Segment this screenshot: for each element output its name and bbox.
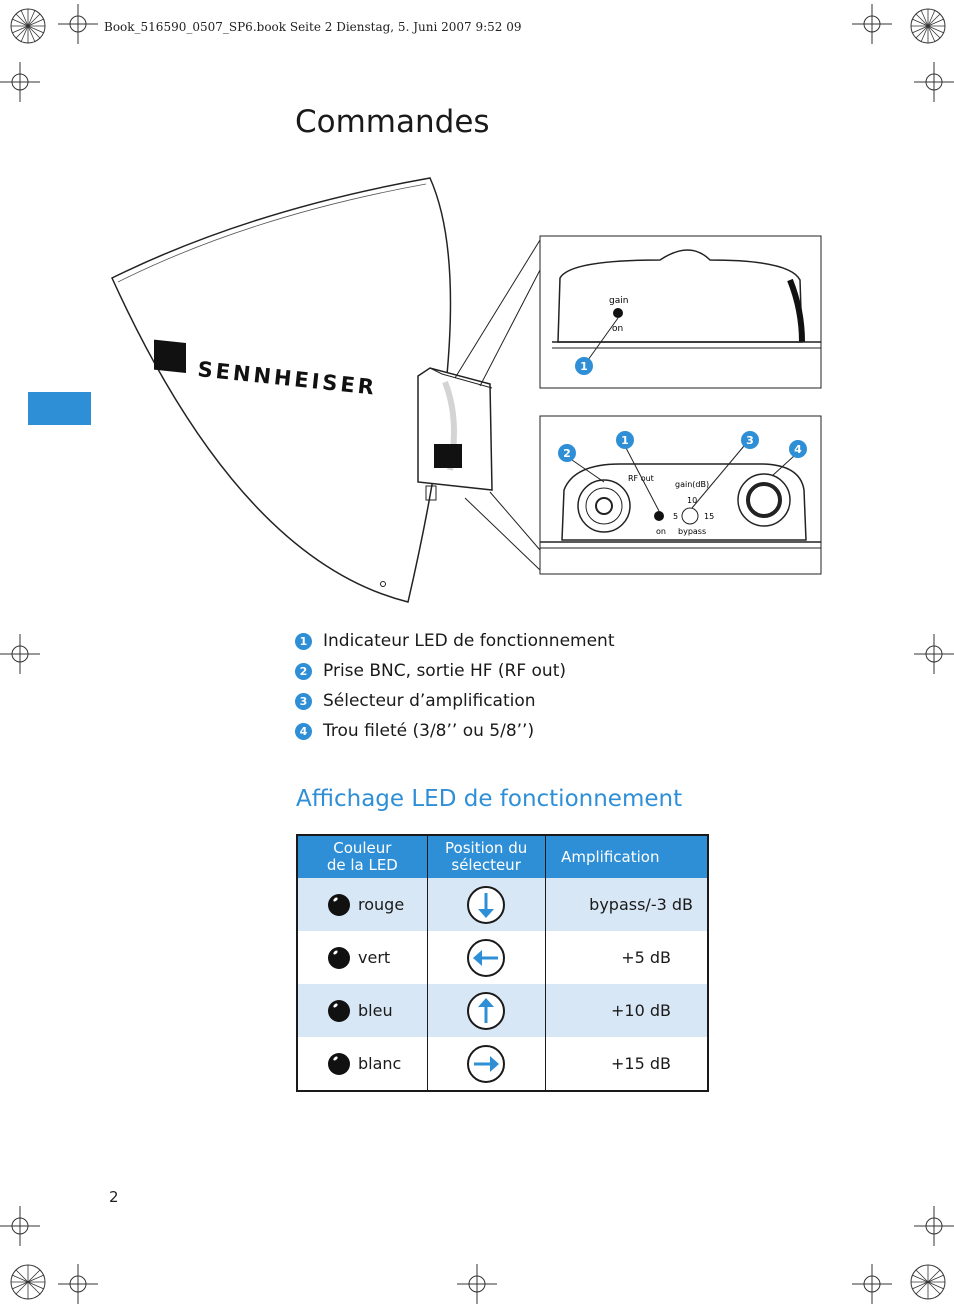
registration-wheel-icon xyxy=(910,1264,946,1300)
crosshair-icon xyxy=(852,1264,892,1304)
number-badge: 2 xyxy=(295,662,312,680)
print-header: Book_516590_0507_SP6.book Seite 2 Dienst… xyxy=(104,20,522,34)
number-badge: 4 xyxy=(295,722,312,740)
bypass-label: bypass xyxy=(678,527,706,536)
crosshair-icon xyxy=(0,634,40,674)
led-dot-icon xyxy=(328,893,350,916)
legend-item: 4 Trou fileté (3/8’’ ou 5/8’’) xyxy=(295,716,614,746)
table-row: blanc +15 dB xyxy=(297,1037,708,1091)
arrow-up-icon xyxy=(467,991,506,1030)
led-color-cell: rouge xyxy=(297,878,428,931)
crosshair-icon xyxy=(914,62,954,102)
led-dot-icon xyxy=(328,1052,350,1075)
selector-cell xyxy=(426,984,546,1037)
number-badge: 1 xyxy=(295,632,312,650)
page-title: Commandes xyxy=(295,104,490,140)
legend-item: 3 Sélecteur d’amplification xyxy=(295,686,614,716)
selector-cell xyxy=(426,878,546,931)
callout-1-top: 1 xyxy=(580,360,588,373)
header-amplification: Amplification xyxy=(544,835,708,878)
gain-15-label: 15 xyxy=(704,512,714,521)
registration-wheel-icon xyxy=(10,8,46,44)
header-text: sélecteur xyxy=(451,856,521,874)
rf-out-label: RF out xyxy=(628,474,654,483)
led-color-cell: vert xyxy=(297,931,427,984)
header-text: Couleur xyxy=(333,839,392,857)
arrow-down-icon xyxy=(467,885,506,924)
led-color-text: blanc xyxy=(358,1054,402,1073)
controls-legend: 1 Indicateur LED de fonctionnement 2 Prise… xyxy=(295,626,614,746)
crosshair-icon xyxy=(852,4,892,44)
on-label: on xyxy=(612,324,623,334)
crosshair-icon xyxy=(914,1206,954,1246)
led-color-text: rouge xyxy=(358,895,405,914)
led-dot-icon xyxy=(328,946,350,969)
crosshair-icon xyxy=(58,4,98,44)
header-text: Position du xyxy=(445,839,528,857)
led-dot-icon xyxy=(328,999,350,1022)
selector-cell xyxy=(426,931,546,984)
gain-db-label: gain(dB) xyxy=(675,480,709,489)
crosshair-icon xyxy=(457,1264,497,1304)
crosshair-icon xyxy=(914,634,954,674)
registration-wheel-icon xyxy=(910,8,946,44)
chapter-tab xyxy=(28,392,91,425)
legend-item: 2 Prise BNC, sortie HF (RF out) xyxy=(295,656,614,686)
table-row: rouge bypass/-3 dB xyxy=(297,878,708,931)
gain-cell: +10 dB xyxy=(544,984,708,1037)
page-number: 2 xyxy=(109,1188,119,1206)
callout-2: 2 xyxy=(563,447,571,460)
antenna-illustration: SENNHEISER gain on 1 RF out gain(dB) 10 … xyxy=(111,177,822,603)
table-row: bleu +10 dB xyxy=(297,984,708,1037)
selector-cell xyxy=(426,1037,546,1091)
led-color-text: vert xyxy=(358,948,391,967)
number-badge: 3 xyxy=(295,692,312,710)
led-color-cell: bleu xyxy=(297,984,428,1037)
legend-text: Prise BNC, sortie HF (RF out) xyxy=(323,661,567,681)
legend-text: Indicateur LED de fonctionnement xyxy=(323,631,615,651)
gain-cell: +5 dB xyxy=(544,931,708,984)
led-color-cell: blanc xyxy=(297,1037,427,1091)
led-color-text: bleu xyxy=(358,1001,393,1020)
legend-text: Sélecteur d’amplification xyxy=(323,691,536,711)
legend-item: 1 Indicateur LED de fonctionnement xyxy=(295,626,614,656)
gain-label: gain xyxy=(609,296,628,306)
crosshair-icon xyxy=(0,62,40,102)
gain-cell: bypass/-3 dB xyxy=(544,878,708,931)
crosshair-icon xyxy=(0,1206,40,1246)
callout-1-bottom: 1 xyxy=(621,434,629,447)
header-text: de la LED xyxy=(326,856,398,874)
gain-cell: +15 dB xyxy=(544,1037,708,1091)
arrow-right-icon xyxy=(467,1044,506,1083)
section-title: Affichage LED de fonctionnement xyxy=(296,786,683,812)
callout-4: 4 xyxy=(794,443,802,456)
callout-3: 3 xyxy=(746,434,754,447)
gain-10-label: 10 xyxy=(687,496,697,505)
on-label-bottom: on xyxy=(656,527,666,536)
arrow-left-icon xyxy=(467,938,506,977)
table-row: vert +5 dB xyxy=(297,931,708,984)
gain-5-label: 5 xyxy=(673,512,678,521)
registration-wheel-icon xyxy=(10,1264,46,1300)
legend-text: Trou fileté (3/8’’ ou 5/8’’) xyxy=(323,721,535,741)
crosshair-icon xyxy=(58,1264,98,1304)
